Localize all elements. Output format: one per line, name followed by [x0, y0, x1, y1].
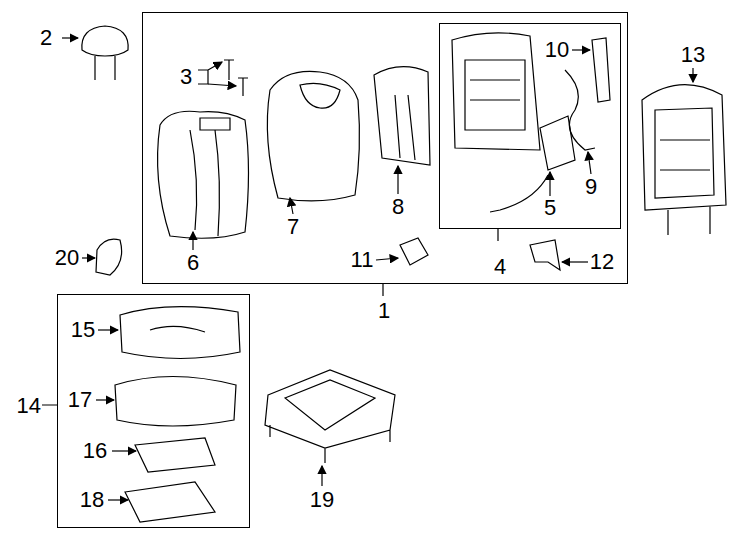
callout-number: 10	[544, 38, 570, 62]
callout-number: 1	[377, 299, 391, 323]
callout-number: 7	[286, 215, 300, 239]
callout-number: 5	[543, 196, 557, 220]
callout-number: 9	[584, 175, 598, 199]
callout-number: 16	[82, 439, 108, 463]
callout-number: 20	[54, 246, 80, 270]
callout-number: 14	[16, 394, 42, 418]
callout-number: 2	[39, 26, 53, 50]
callout-number: 8	[391, 195, 405, 219]
callout-number: 18	[79, 488, 105, 512]
callout-number: 6	[186, 251, 200, 275]
callout-number: 4	[493, 255, 507, 279]
callout-number: 11	[350, 248, 375, 272]
callout-number: 17	[67, 388, 93, 412]
callout-number: 13	[680, 43, 706, 67]
callout-number: 19	[309, 488, 335, 512]
callout-number: 3	[179, 65, 193, 89]
callout-number: 12	[589, 250, 615, 274]
callout-number: 15	[70, 318, 96, 342]
